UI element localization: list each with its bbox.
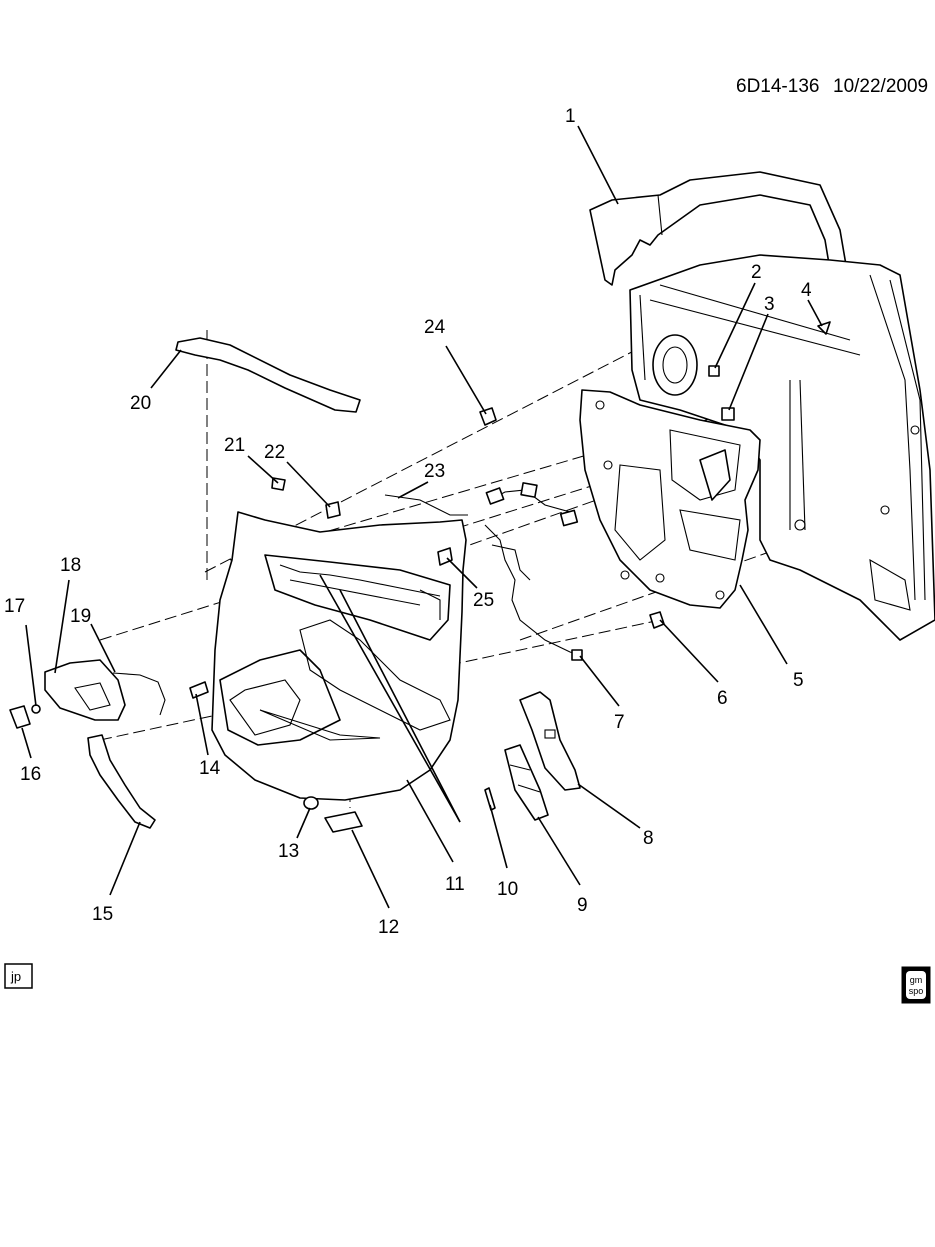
diagram-date: 10/22/2009 [833, 76, 928, 97]
fastener-14 [189, 681, 209, 699]
callout-17: 17 [4, 596, 25, 617]
callout-15: 15 [92, 904, 113, 925]
callout-5: 5 [793, 670, 804, 691]
callout-2: 2 [751, 262, 762, 283]
upper-trim-strip [175, 337, 361, 413]
button-13 [303, 796, 319, 810]
release-cable [112, 672, 166, 716]
callout-3: 3 [764, 294, 775, 315]
jp-badge-text: jp [10, 969, 21, 984]
callout-8: 8 [643, 828, 654, 849]
callout-24: 24 [424, 317, 446, 338]
clip-3 [721, 407, 735, 421]
callout-1: 1 [565, 106, 576, 127]
screw-17 [31, 704, 41, 714]
callout-18: 18 [60, 555, 81, 576]
callout-20: 20 [130, 393, 151, 414]
callout-10: 10 [497, 879, 518, 900]
spo-logo-text: spo [909, 986, 924, 996]
jp-badge: jp [4, 963, 33, 989]
callout-4: 4 [801, 280, 812, 301]
callout-labels: 1 2 3 4 5 6 7 8 9 10 11 12 13 14 15 16 1… [4, 106, 812, 938]
callout-9: 9 [577, 895, 588, 916]
handle-bezel [44, 659, 126, 721]
callout-7: 7 [614, 712, 625, 733]
gm-spo-logo: gm spo [901, 966, 931, 1004]
wiring-harness [484, 482, 583, 661]
clip-2 [708, 365, 720, 377]
callout-13: 13 [278, 841, 299, 862]
diagram-id: 6D14-136 [736, 76, 819, 97]
callout-6: 6 [717, 688, 728, 709]
clip-25 [437, 547, 453, 566]
leader-lines [21, 125, 823, 909]
lower-bracket [324, 811, 363, 833]
screw-10 [484, 787, 496, 811]
callout-16: 16 [20, 764, 41, 785]
callout-14: 14 [199, 758, 221, 779]
callout-22: 22 [264, 442, 285, 463]
clip-24 [479, 407, 497, 426]
door-frame-molding [589, 171, 859, 346]
pull-handle [87, 734, 156, 829]
callout-21: 21 [224, 435, 245, 456]
callout-11: 11 [445, 874, 465, 895]
door-trim-panel [211, 511, 467, 801]
callout-19: 19 [70, 606, 91, 627]
window-switch [504, 744, 549, 821]
seal-23 [384, 494, 468, 516]
inner-panel-deflector [579, 389, 761, 609]
callout-23: 23 [424, 461, 445, 482]
switch-bezel [519, 691, 581, 791]
door-inner-frame [629, 254, 935, 641]
gm-logo-text: gm [910, 975, 923, 985]
callout-12: 12 [378, 917, 399, 938]
callout-25: 25 [473, 590, 494, 611]
cap-16 [9, 705, 31, 729]
retainer-6 [649, 611, 665, 629]
